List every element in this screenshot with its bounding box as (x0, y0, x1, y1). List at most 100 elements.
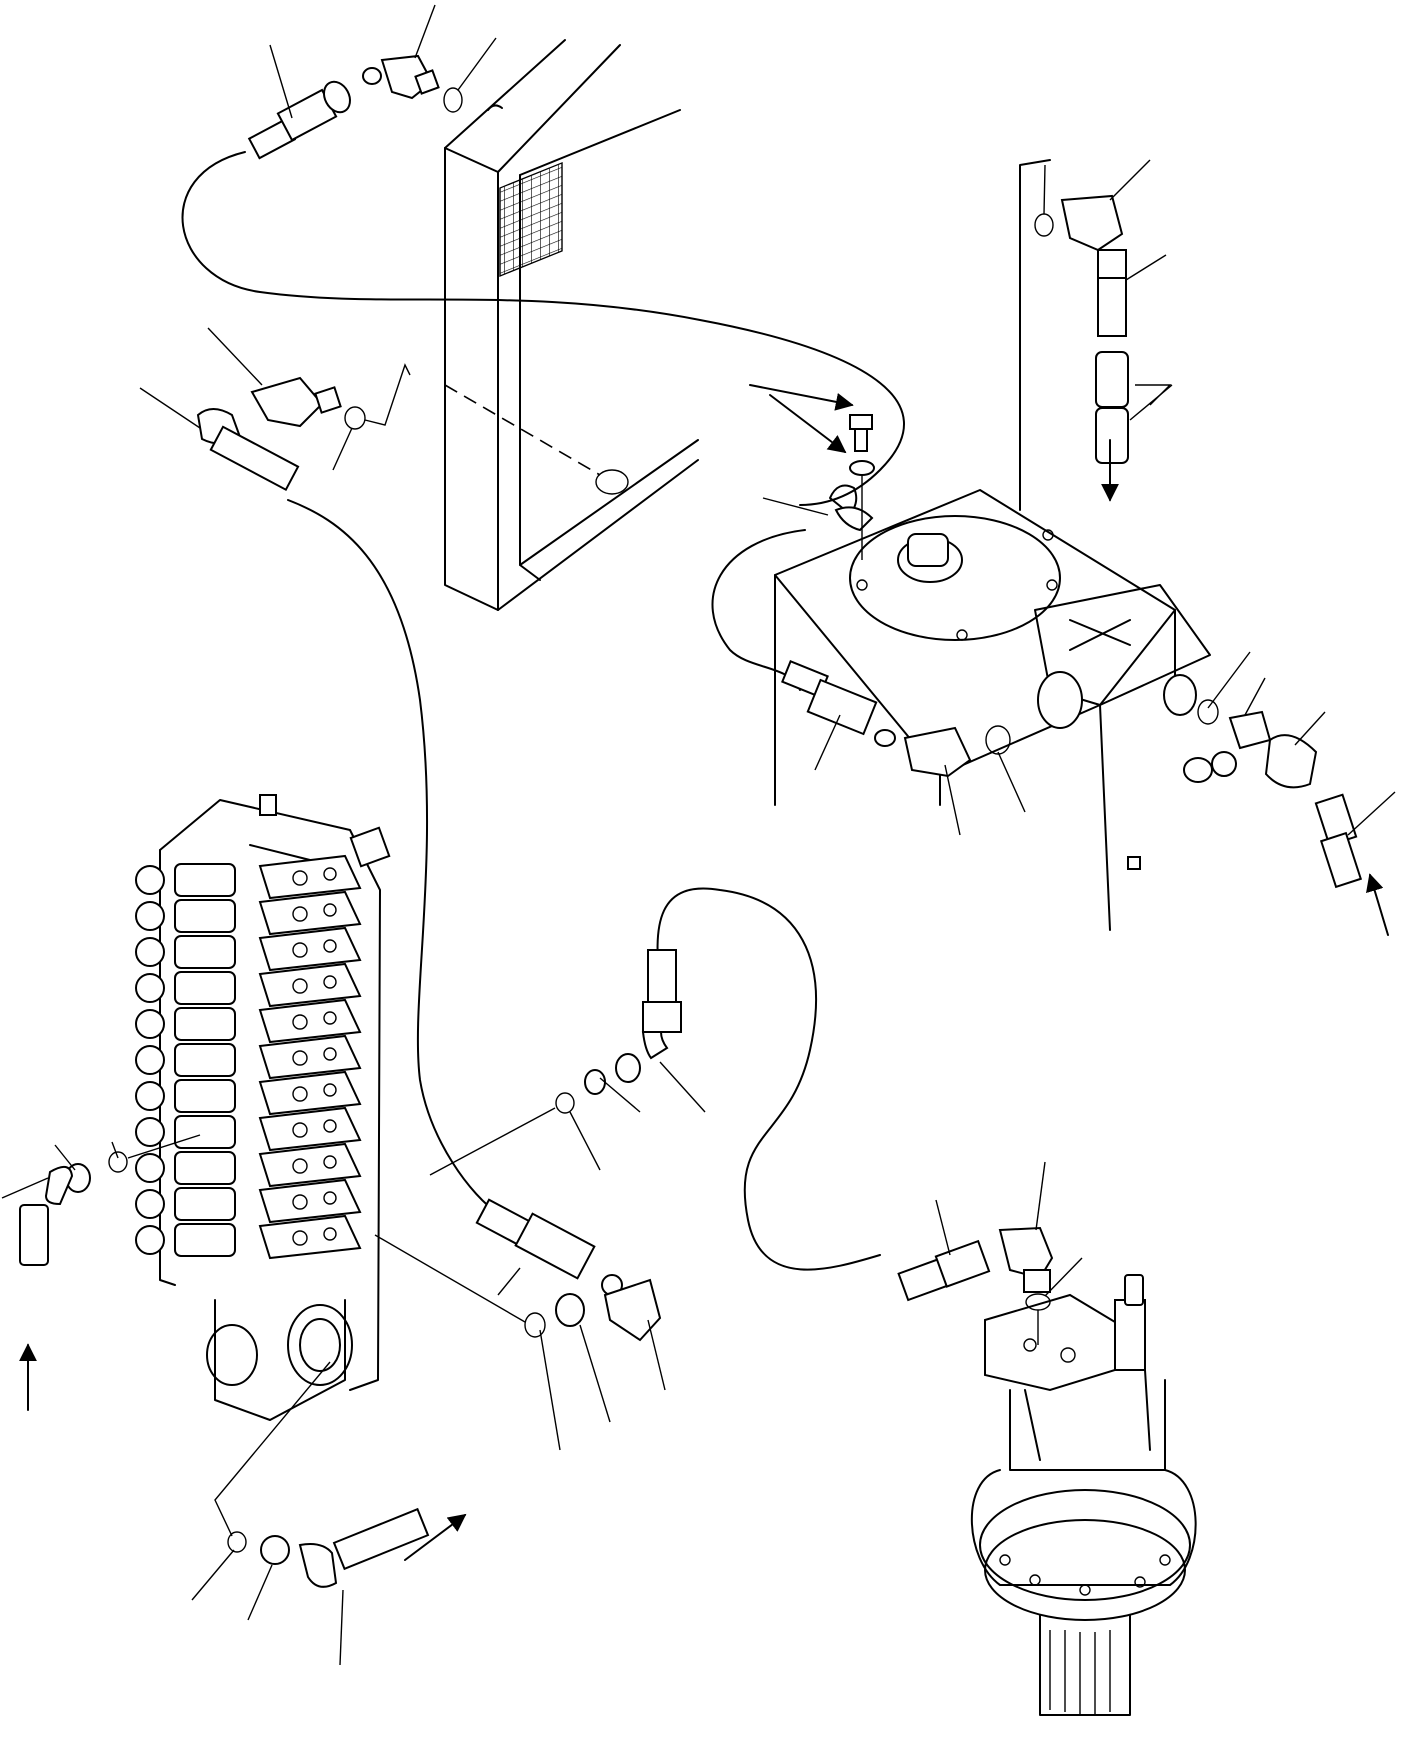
leader-line (139, 387, 201, 429)
leader-line (247, 1564, 273, 1621)
leader-line (997, 751, 1026, 813)
leader-line (332, 427, 353, 471)
leader-line (269, 44, 293, 119)
valve-section-plate (258, 962, 362, 1008)
hydraulic-tank (774, 159, 1237, 931)
leader-lines (1, 4, 1396, 1666)
spool-cap (135, 1117, 165, 1147)
section-bolt (323, 1227, 337, 1241)
valve-section-plate (258, 998, 362, 1044)
section-bolt (292, 1230, 308, 1246)
valve-section-plate (258, 926, 362, 972)
leader-line (814, 714, 841, 771)
spool-cap (135, 901, 165, 931)
valve-left-fittings (19, 1134, 201, 1266)
leader-line (647, 1319, 666, 1391)
spool-cap (135, 1045, 165, 1075)
leader-line (659, 1061, 706, 1113)
leader-line (457, 37, 497, 91)
cooler-top-hose (181, 54, 905, 506)
leader-line (1044, 1257, 1083, 1297)
section-bolt (292, 1014, 308, 1030)
section-bolt (292, 1194, 308, 1210)
leader-line (1125, 254, 1167, 281)
leader-line (414, 4, 436, 59)
valve-section-plate (258, 1142, 362, 1188)
spool-cap (135, 1009, 165, 1039)
valve-lower-hose-fittings (374, 1198, 662, 1342)
valve-swing-hose (429, 887, 881, 1271)
spool-port (174, 899, 236, 933)
tank-return-hose (711, 529, 1011, 778)
spool-cap (135, 1225, 165, 1255)
tank-top-fitting (1034, 194, 1172, 464)
leader-line (1129, 384, 1173, 421)
control-valve (159, 794, 391, 1421)
leader-line (1043, 164, 1046, 215)
tank-outlet-fitting (1197, 699, 1363, 889)
flow-arrow (769, 394, 847, 454)
flow-arrow (404, 1513, 467, 1561)
spool-cap (135, 865, 165, 895)
flow-arrow (1366, 873, 1389, 936)
section-bolt (292, 1086, 308, 1102)
section-bolt (323, 903, 337, 917)
bolt-and-washer (849, 414, 875, 560)
leader-line (1347, 791, 1396, 836)
spool-port (174, 935, 236, 969)
section-bolt (292, 1050, 308, 1066)
leader-line (497, 1267, 521, 1296)
valve-section-plate (258, 1214, 362, 1260)
spool-port (174, 1007, 236, 1041)
leader-line (569, 1111, 601, 1171)
section-bolt (323, 1047, 337, 1061)
spool-cap (135, 937, 165, 967)
section-bolt (292, 978, 308, 994)
flow-arrows (19, 384, 1389, 1561)
spool-port (174, 863, 236, 897)
swing-motor (970, 1274, 1197, 1716)
spool-cap (135, 1081, 165, 1111)
leader-line (539, 1329, 561, 1451)
leader-line (1207, 651, 1251, 709)
leader-line (944, 764, 961, 836)
valve-section-plate (258, 1034, 362, 1080)
section-bolt (323, 1191, 337, 1205)
spool-cap (135, 1189, 165, 1219)
leader-line (207, 327, 263, 386)
section-bolt (323, 939, 337, 953)
spool-port (174, 1079, 236, 1113)
section-bolt (292, 870, 308, 886)
section-bolt (323, 867, 337, 881)
spool-port (174, 1187, 236, 1221)
section-bolt (292, 1158, 308, 1174)
leader-line (1035, 1161, 1046, 1231)
spool-port (174, 1223, 236, 1257)
leader-line (1, 1177, 49, 1199)
leader-line (191, 1549, 235, 1601)
leader-line (1244, 677, 1266, 716)
oil-cooler (444, 39, 699, 611)
valve-section-plate (258, 1070, 362, 1116)
section-bolt (323, 1011, 337, 1025)
valve-section-plate (258, 890, 362, 936)
section-bolt (323, 1155, 337, 1169)
spool-cap (135, 1153, 165, 1183)
leader-line (111, 1141, 119, 1159)
spool-port (174, 1115, 236, 1149)
leader-line (599, 1077, 641, 1113)
section-bolt (323, 975, 337, 989)
valve-section-plate (258, 1106, 362, 1152)
leader-line (54, 1144, 76, 1171)
section-bolt (323, 1083, 337, 1097)
valve-section-plate (258, 854, 362, 900)
spool-port (174, 971, 236, 1005)
leader-line (579, 1324, 611, 1423)
section-bolt (292, 906, 308, 922)
leader-line (935, 1199, 951, 1256)
cooler-outlet-hose (196, 363, 501, 1216)
section-bolt (323, 1119, 337, 1133)
spool-cap (135, 973, 165, 1003)
leader-line (339, 1589, 344, 1666)
